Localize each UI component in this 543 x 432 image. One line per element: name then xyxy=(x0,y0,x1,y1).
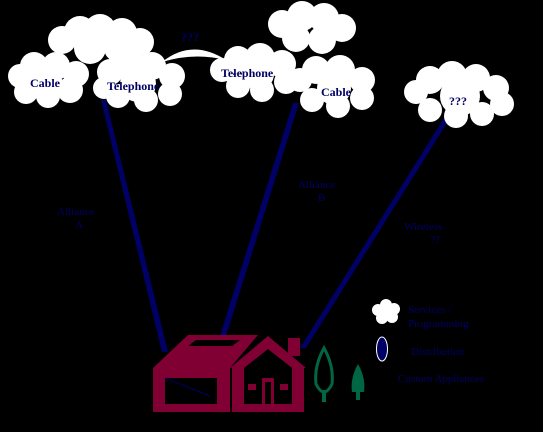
house xyxy=(153,335,306,412)
cloud-label-right-telephone: Telephone xyxy=(221,66,274,80)
tree-large xyxy=(314,344,334,402)
legend-services-cloud-icon xyxy=(372,299,400,324)
legend-distribution-icon xyxy=(376,336,388,362)
alliance-a-beam xyxy=(101,100,168,352)
cloud-cluster-left xyxy=(8,14,185,112)
cloud-label-left-cable: Cable xyxy=(30,76,61,90)
cloud-far-right xyxy=(404,61,514,128)
alliance-b-label-2: B xyxy=(318,192,325,204)
alliance-a-label-1: Alliance xyxy=(57,206,94,218)
cloud-label-left-telephone: Telephone xyxy=(107,79,160,93)
legend-custom-appliances-label: Custom Appliances xyxy=(398,373,484,385)
legend-distribution-label: Distribution xyxy=(411,346,465,358)
wireless-label-1: Wireless xyxy=(404,221,442,233)
alliance-b-label-1: Alliance xyxy=(298,179,335,191)
wireless-label-2: ?? xyxy=(430,234,440,246)
legend-services-label-1: Services / xyxy=(408,304,452,316)
alliance-b-beam xyxy=(220,103,299,336)
wireless-beam xyxy=(300,115,452,348)
cloud-label-bridge: ??? xyxy=(181,30,199,44)
tree-small xyxy=(351,364,365,400)
cloud-bridge xyxy=(162,49,226,62)
alliance-a-label-2: A xyxy=(75,219,83,231)
cloud-cluster-center xyxy=(210,1,375,118)
legend-services-label-2: Programming xyxy=(408,318,469,330)
cloud-label-right-cable: Cable xyxy=(321,85,352,99)
cloud-label-far-right: ??? xyxy=(449,94,467,108)
